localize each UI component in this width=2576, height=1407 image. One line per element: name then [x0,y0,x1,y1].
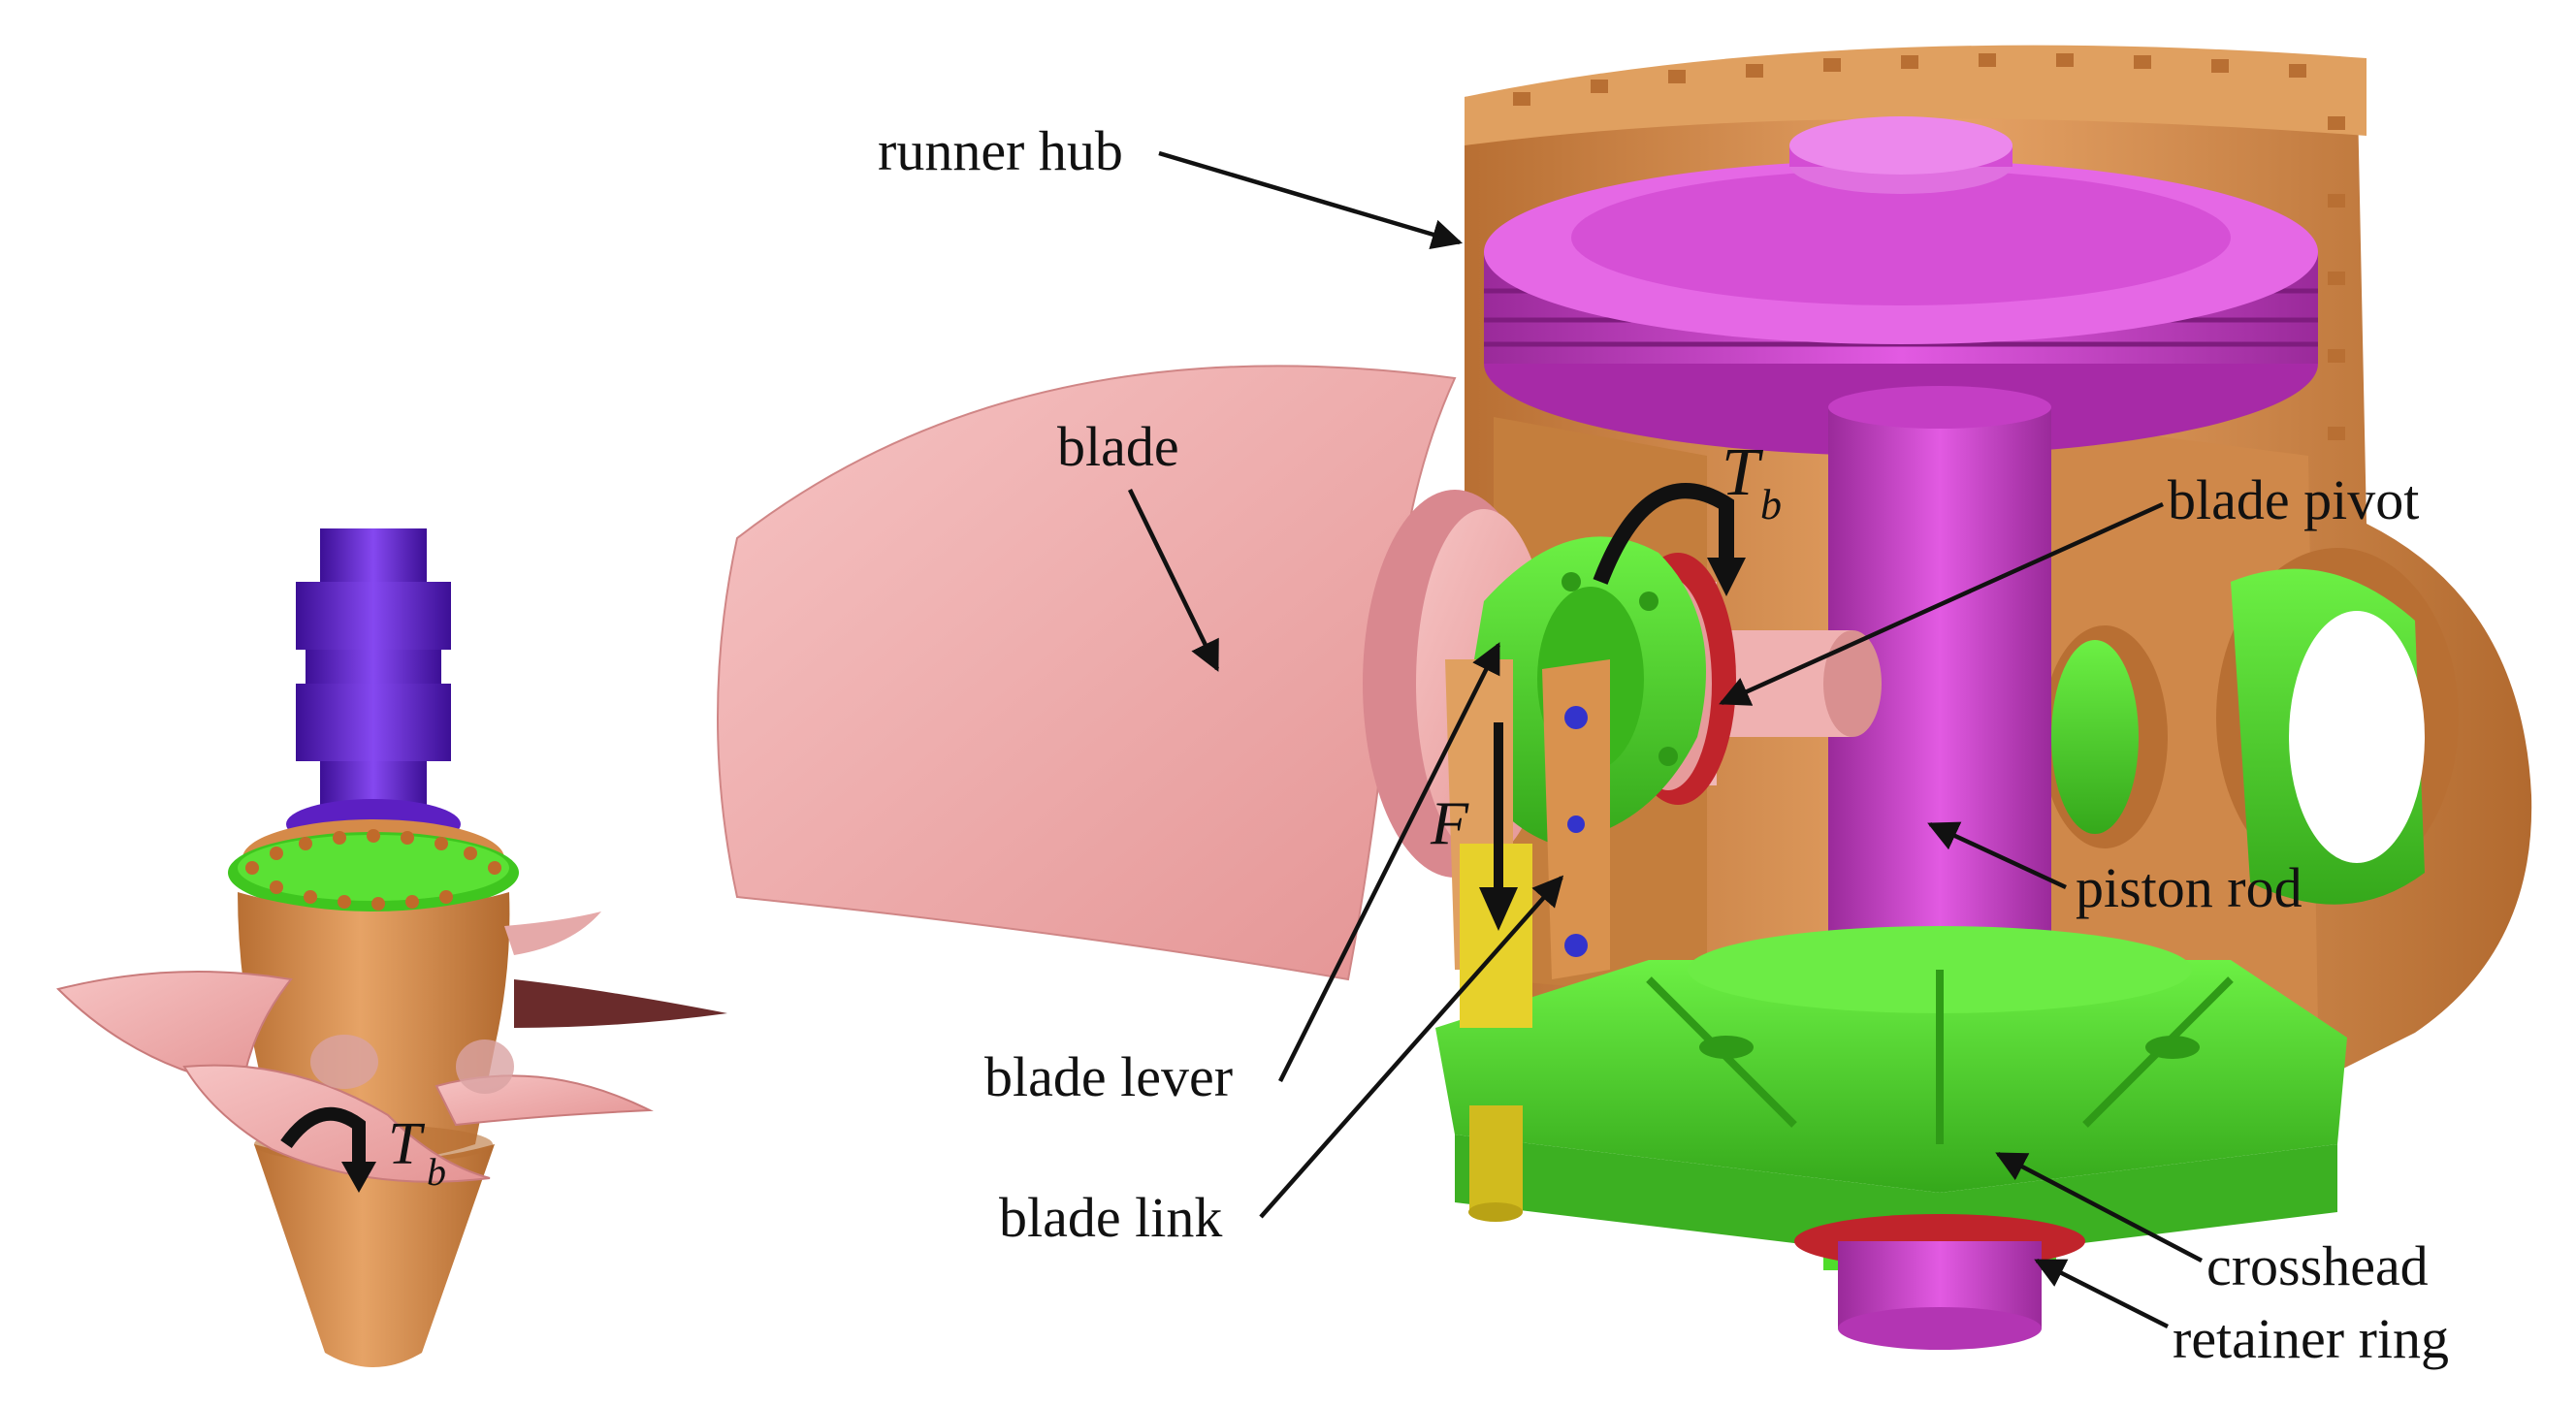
leader-runner-hub [1158,150,1464,250]
small-blade-left [56,971,293,1088]
label-piston-rod: piston rod [2076,856,2302,919]
leader-blade-pivot [1719,501,2164,706]
small-runner-assembly: T b [56,528,727,1367]
small-torque-label: T [388,1111,426,1177]
label-retainer-ring: retainer ring [2173,1307,2449,1370]
small-blade-front [182,1064,491,1183]
leader-blade-lever [1277,642,1501,1083]
leader-blade [1127,489,1220,672]
shaft-collar [296,582,451,650]
label-crosshead: crosshead [2206,1234,2429,1297]
main-runner-assembly: T b F [717,45,2532,1350]
main-torque-label: T [1722,435,1764,510]
force-label: F [1430,788,1469,857]
label-blade: blade [1057,415,1179,478]
leader-retainer-ring [2034,1258,2170,1329]
small-torque-arrow-icon [280,1106,366,1168]
small-torque-subscript: b [427,1150,446,1194]
crosshead-body [1435,960,2347,1193]
small-blade-back [514,979,727,1028]
callout-layer: runner hub blade blade pivot piston rod … [878,119,2449,1370]
shaft-top [320,528,427,582]
small-hub-cone [254,1144,495,1367]
label-blade-lever: blade lever [984,1045,1233,1108]
label-runner-hub: runner hub [878,119,1123,182]
leader-piston-rod [1927,821,2067,890]
main-torque-subscript: b [1760,481,1782,528]
leader-blade-link [1259,875,1564,1219]
main-blade-surface [717,365,1457,981]
label-blade-pivot: blade pivot [2168,468,2419,531]
label-blade-link: blade link [999,1186,1222,1249]
hub-bore-ring-inner [2051,640,2139,834]
main-torque-arrow-icon [1593,483,1734,585]
leader-crosshead [1995,1152,2204,1263]
